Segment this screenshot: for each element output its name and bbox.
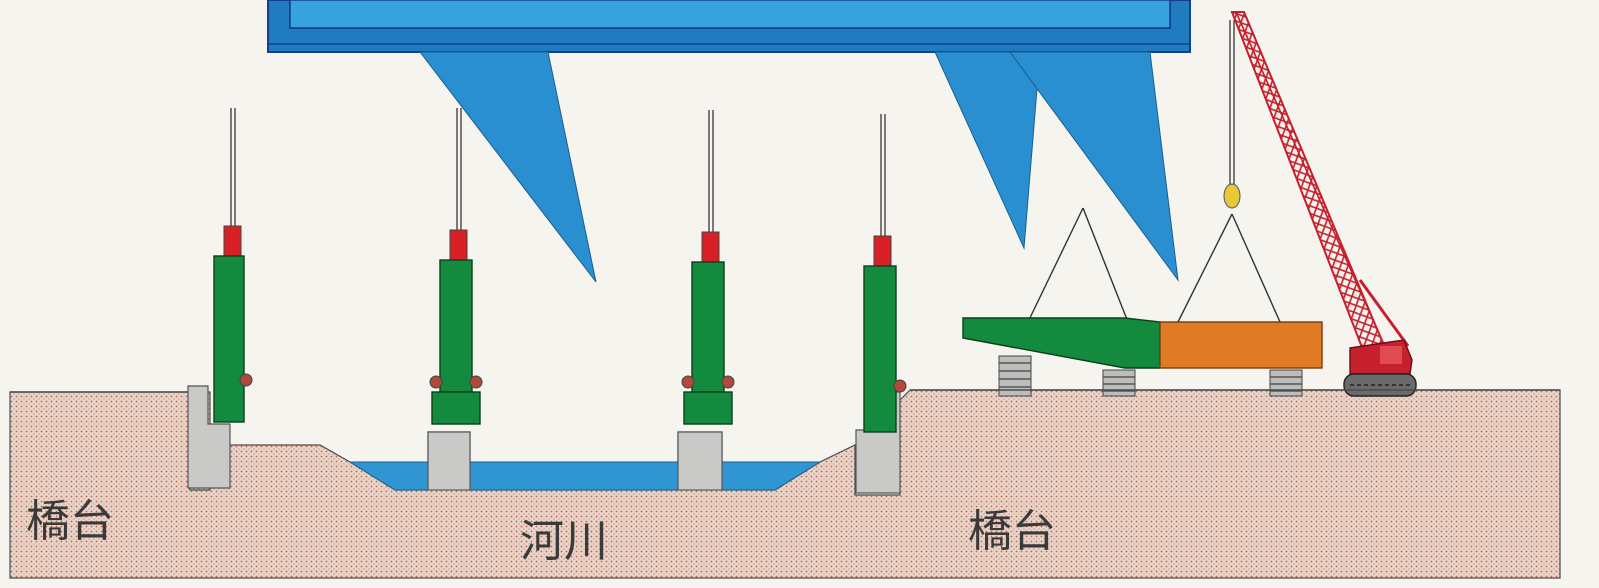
label-abutment-left: 橋台 xyxy=(26,496,114,547)
hydraulic-jack-icon xyxy=(681,110,735,425)
bridge-girder-top xyxy=(267,0,1191,53)
cribbing-block-icon xyxy=(1269,369,1303,397)
pier-footing-1 xyxy=(427,431,471,491)
pier-footing-2 xyxy=(677,431,723,491)
cribbing-block-icon xyxy=(1102,369,1136,397)
callout-arrow-right-2 xyxy=(1009,51,1179,282)
callout-arrow-right-1 xyxy=(934,51,1041,250)
river-water xyxy=(348,461,822,491)
label-river: 河川 xyxy=(520,516,608,567)
callout-arrow-center xyxy=(418,51,597,283)
girder-segment-lifted xyxy=(962,20,1323,369)
hydraulic-jack-icon xyxy=(863,114,907,433)
label-abutment-right: 橋台 xyxy=(968,506,1056,557)
abutment-block-left xyxy=(187,385,231,489)
hydraulic-jack-icon xyxy=(429,108,483,425)
hydraulic-jack-icon xyxy=(213,108,253,423)
